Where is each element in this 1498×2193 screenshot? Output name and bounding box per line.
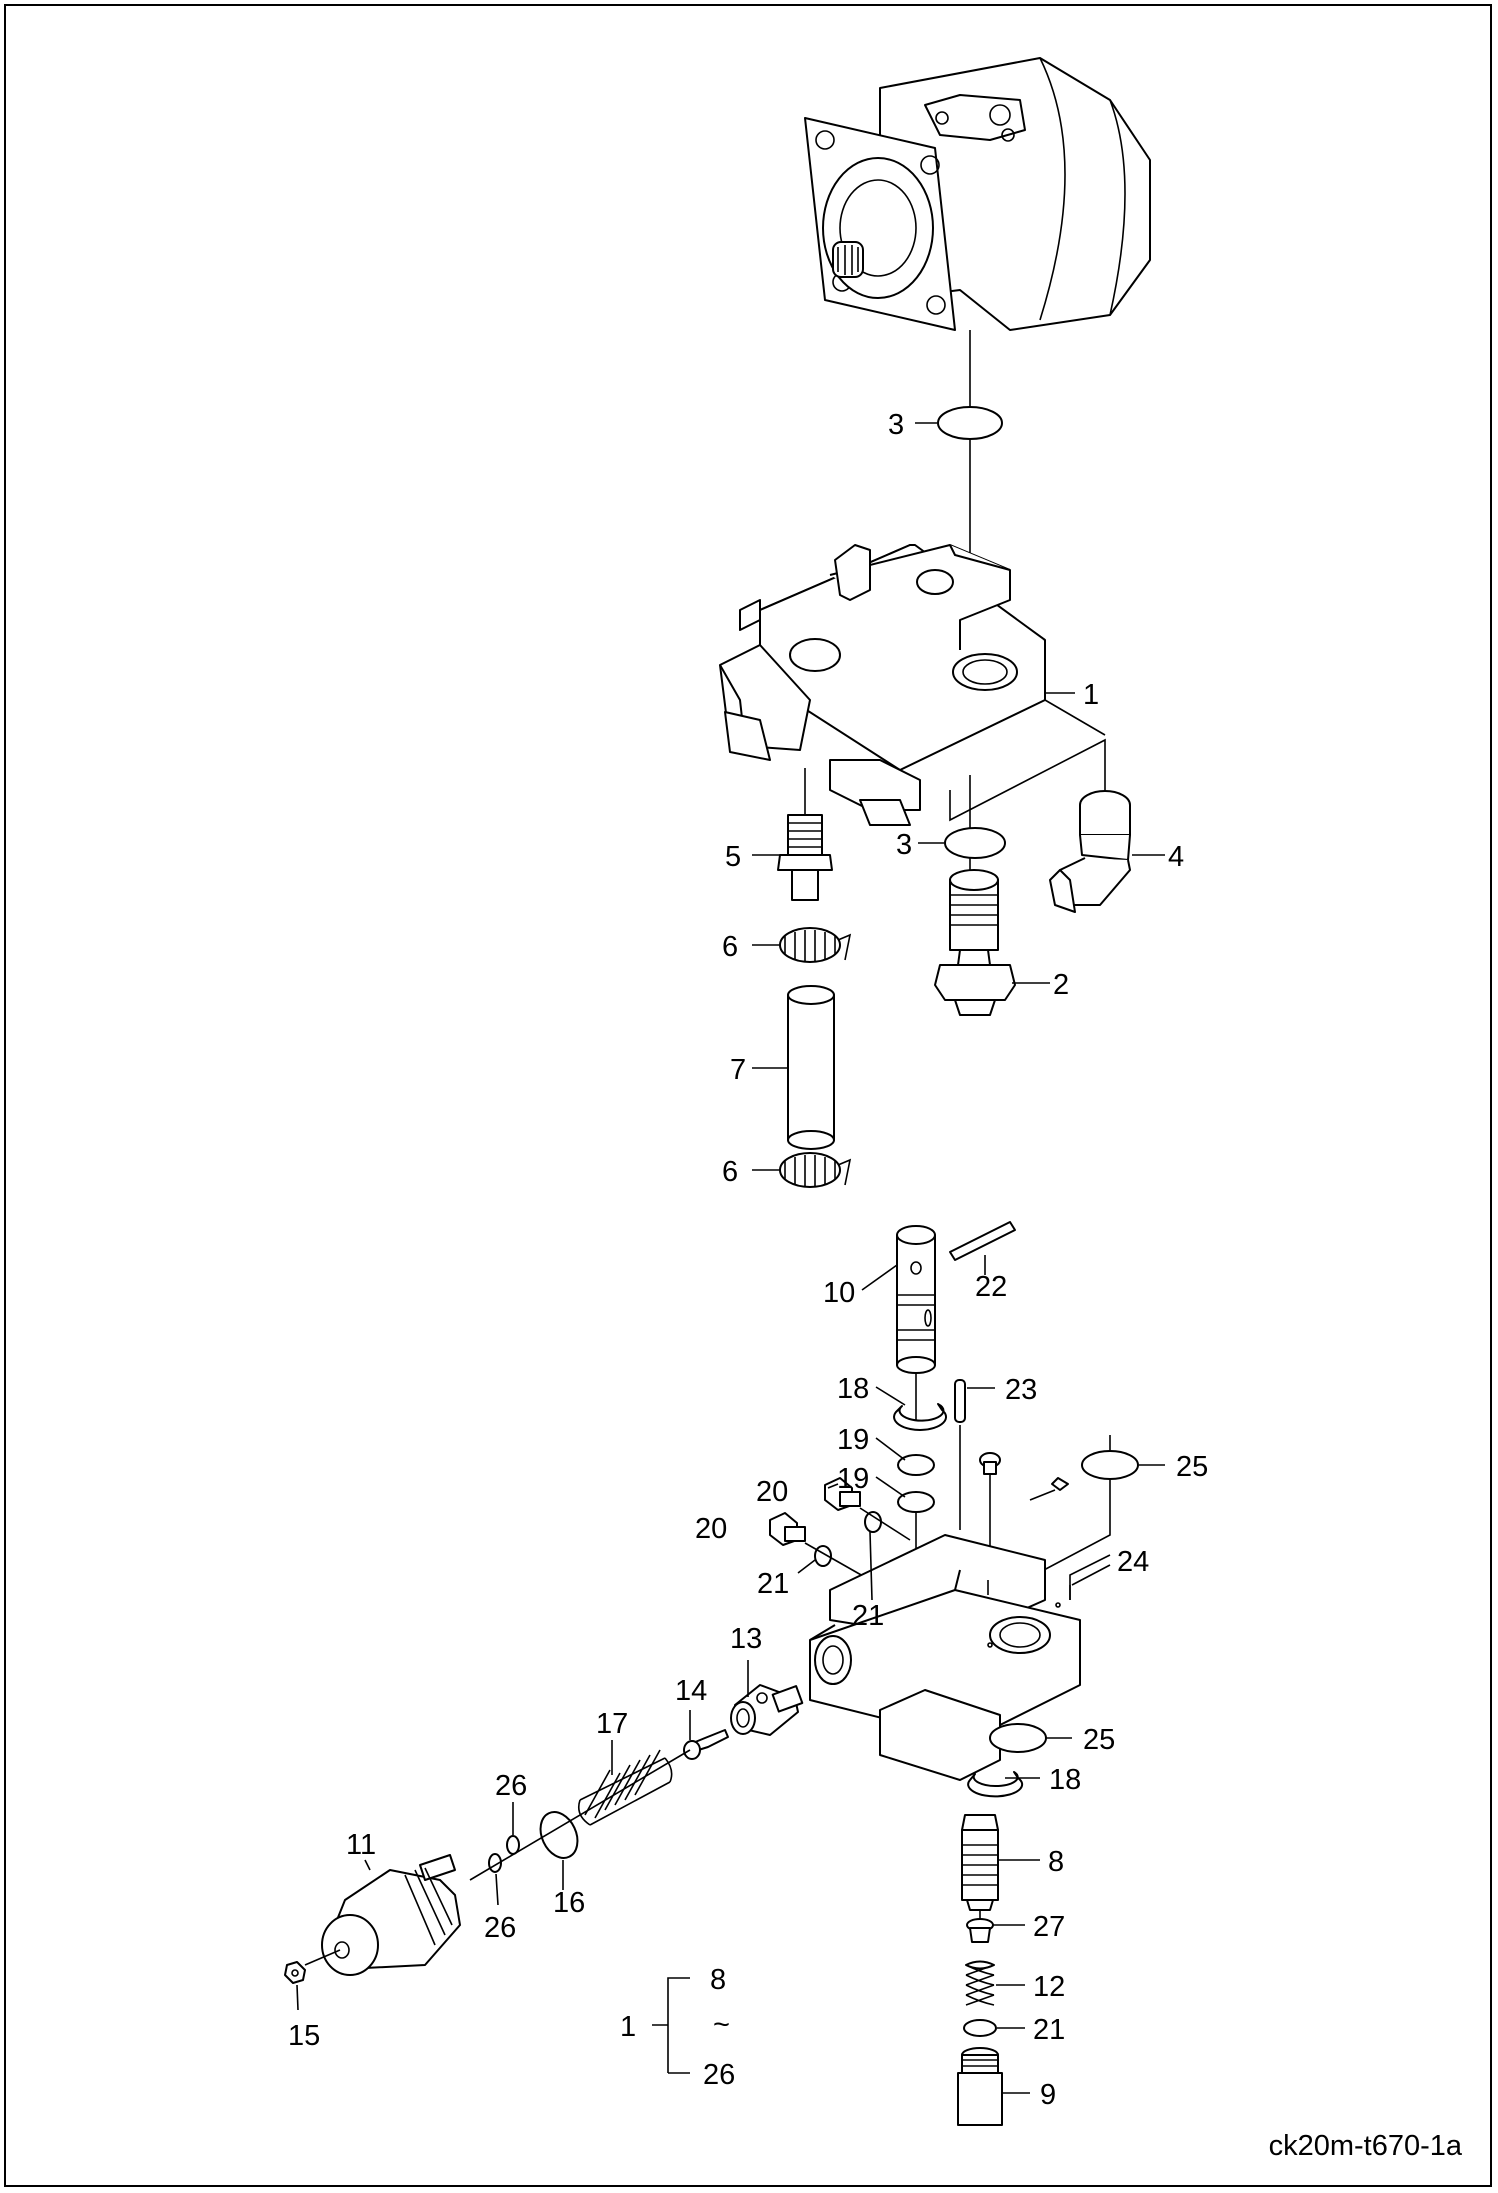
callout-9: 9 xyxy=(1040,2079,1056,2111)
callout-8: 8 xyxy=(1048,1846,1064,1878)
nut-15-drawing xyxy=(284,1961,306,1984)
callout-4: 4 xyxy=(1168,841,1184,873)
line-plug xyxy=(1029,1489,1056,1501)
callout-19-b: 19 xyxy=(837,1463,869,1495)
callout-15: 15 xyxy=(288,2020,320,2052)
pin-23-drawing xyxy=(954,1379,966,1423)
callout-14: 14 xyxy=(675,1675,707,1707)
callout-1: 1 xyxy=(1083,679,1099,711)
snap-ring-18-bottom xyxy=(967,1771,1024,1798)
o-ring-19-a xyxy=(897,1454,935,1476)
valve-cartridge-2-drawing xyxy=(934,869,1016,1016)
callout-23: 23 xyxy=(1005,1374,1037,1406)
drawing-id: ck20m-t670-1a xyxy=(1268,2130,1462,2162)
callout-7: 7 xyxy=(730,1054,746,1086)
callout-26-b: 26 xyxy=(484,1912,516,1944)
fitting-5-drawing xyxy=(777,814,833,901)
o-ring-25-top xyxy=(1081,1450,1139,1480)
valve-block-1-drawing xyxy=(719,544,1046,826)
hose-clamp-6-bottom-drawing xyxy=(779,1152,852,1188)
o-ring-21-a xyxy=(864,1511,882,1533)
callout-6-bottom: 6 xyxy=(722,1156,738,1188)
callout-27: 27 xyxy=(1033,1911,1065,1943)
callout-3-top: 3 xyxy=(888,409,904,441)
callout-5: 5 xyxy=(725,841,741,873)
callout-20-b: 20 xyxy=(695,1513,727,1545)
poppet-14-drawing xyxy=(683,1729,729,1760)
callout-3-mid: 3 xyxy=(896,829,912,861)
callout-24: 24 xyxy=(1117,1546,1149,1578)
plug-20-b-drawing xyxy=(769,1512,806,1546)
callout-10: 10 xyxy=(823,1277,855,1309)
line-plug20b xyxy=(804,1542,871,1581)
callout-2: 2 xyxy=(1053,969,1069,1001)
range-legend-tilde: ~ xyxy=(713,2009,730,2041)
o-ring-3-mid xyxy=(944,827,1006,859)
callout-17: 17 xyxy=(596,1708,628,1740)
callout-13: 13 xyxy=(730,1623,762,1655)
axis-line xyxy=(469,1749,691,1881)
range-legend-to: 26 xyxy=(703,2059,735,2091)
line-block-edge xyxy=(1044,699,1106,736)
o-ring-25-bottom xyxy=(989,1723,1047,1753)
range-legend-assembly: 1 xyxy=(620,2011,636,2043)
callout-21-b: 21 xyxy=(852,1600,884,1632)
hose-7-drawing xyxy=(787,985,835,1150)
callout-16: 16 xyxy=(553,1887,585,1919)
cartridge-8-drawing xyxy=(961,1814,999,1911)
callout-22: 22 xyxy=(975,1271,1007,1303)
line-15 xyxy=(304,1949,341,1966)
leader-lines xyxy=(296,422,1165,2094)
drawing-frame xyxy=(4,4,1492,2187)
pump-drawing xyxy=(804,57,1151,331)
valve-body-drawing xyxy=(809,1534,1081,1781)
pin-22-drawing xyxy=(949,1221,1016,1261)
callout-19-a: 19 xyxy=(837,1424,869,1456)
callout-12: 12 xyxy=(1033,1971,1065,2003)
spool-10-drawing xyxy=(896,1225,936,1374)
callout-20-a: 20 xyxy=(756,1476,788,1508)
bracket-block-to-4 xyxy=(949,738,1106,822)
elbow-fitting-4-drawing xyxy=(1049,790,1131,913)
o-ring-3-top xyxy=(937,406,1003,440)
callout-18-top: 18 xyxy=(837,1373,869,1405)
spring-17-drawing xyxy=(577,1749,673,1826)
bushing-13-drawing xyxy=(730,1684,804,1736)
callout-21-a: 21 xyxy=(757,1568,789,1600)
hose-clamp-6-top-drawing xyxy=(779,927,852,963)
o-ring-16 xyxy=(539,1811,579,1859)
range-legend-from: 8 xyxy=(710,1964,726,1996)
callout-26-a: 26 xyxy=(495,1770,527,1802)
callout-25-bottom: 25 xyxy=(1083,1724,1115,1756)
spring-12-drawing xyxy=(965,1960,995,2006)
callout-25-top: 25 xyxy=(1176,1451,1208,1483)
snap-ring-18-top xyxy=(893,1403,947,1431)
line-plug20a xyxy=(859,1507,911,1541)
plug-9-drawing xyxy=(957,2047,1003,2126)
cap-27-drawing xyxy=(966,1918,994,1943)
callout-6-top: 6 xyxy=(722,931,738,963)
callout-21-c: 21 xyxy=(1033,2014,1065,2046)
callout-11: 11 xyxy=(346,1829,376,1861)
plug-drawing xyxy=(1051,1477,1069,1491)
cap-nut-11-drawing xyxy=(321,1854,461,1976)
o-ring-21-c xyxy=(963,2019,997,2037)
callout-18-bottom: 18 xyxy=(1049,1764,1081,1796)
